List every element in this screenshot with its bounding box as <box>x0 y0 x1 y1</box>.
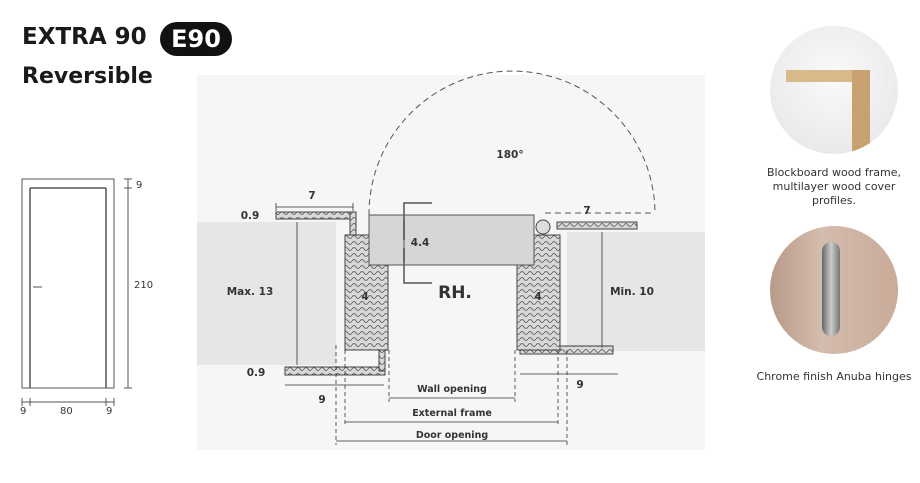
left-bottom-dim: 9 <box>318 394 325 406</box>
right-cover-width: 7 <box>583 205 590 217</box>
left-jamb-dim: 4 <box>361 291 368 303</box>
product-subtitle: Reversible <box>22 64 153 89</box>
wall-min-label: Min. 10 <box>610 286 654 298</box>
elevation-width-dim: 80 <box>60 406 73 417</box>
frame-photo <box>770 26 898 154</box>
right-bottom-dim: 9 <box>576 379 583 391</box>
door-leaf <box>368 214 535 266</box>
external-frame-label: External frame <box>412 408 492 419</box>
model-badge: E90 <box>160 22 232 56</box>
swing-arc <box>368 70 656 216</box>
elevation-height-dim: 210 <box>134 280 153 291</box>
hinge-photo <box>770 226 898 354</box>
elevation-right-dim: 9 <box>106 406 112 417</box>
wall-max-label: Max. 13 <box>227 286 274 298</box>
door-elevation <box>21 178 132 406</box>
right-wall <box>567 232 705 351</box>
left-wall <box>197 222 336 365</box>
right-jamb-dim: 4 <box>534 291 541 303</box>
door-opening-label: Door opening <box>416 430 488 441</box>
top-thickness: 0.9 <box>241 210 260 222</box>
product-title: EXTRA 90 <box>22 24 147 50</box>
elevation-top-dim: 9 <box>136 180 142 191</box>
feature-caption-frame: Blockboard wood frame, multilayer wood c… <box>766 166 902 207</box>
leaf-thickness: 4.4 <box>411 237 430 249</box>
left-cover-width: 7 <box>308 190 315 202</box>
hinge-icon <box>535 219 551 235</box>
elevation-left-dim: 9 <box>20 406 26 417</box>
swing-angle-label: 180° <box>496 149 523 161</box>
section-drawing: 180° 7 7 0.9 0.9 4.4 4 4 RH. Max. 13 Min… <box>197 70 705 450</box>
wall-opening-label: Wall opening <box>417 384 487 395</box>
hand-label: RH. <box>438 283 472 303</box>
feature-caption-hinges: Chrome finish Anuba hinges <box>756 370 912 383</box>
bottom-thickness: 0.9 <box>247 367 266 379</box>
